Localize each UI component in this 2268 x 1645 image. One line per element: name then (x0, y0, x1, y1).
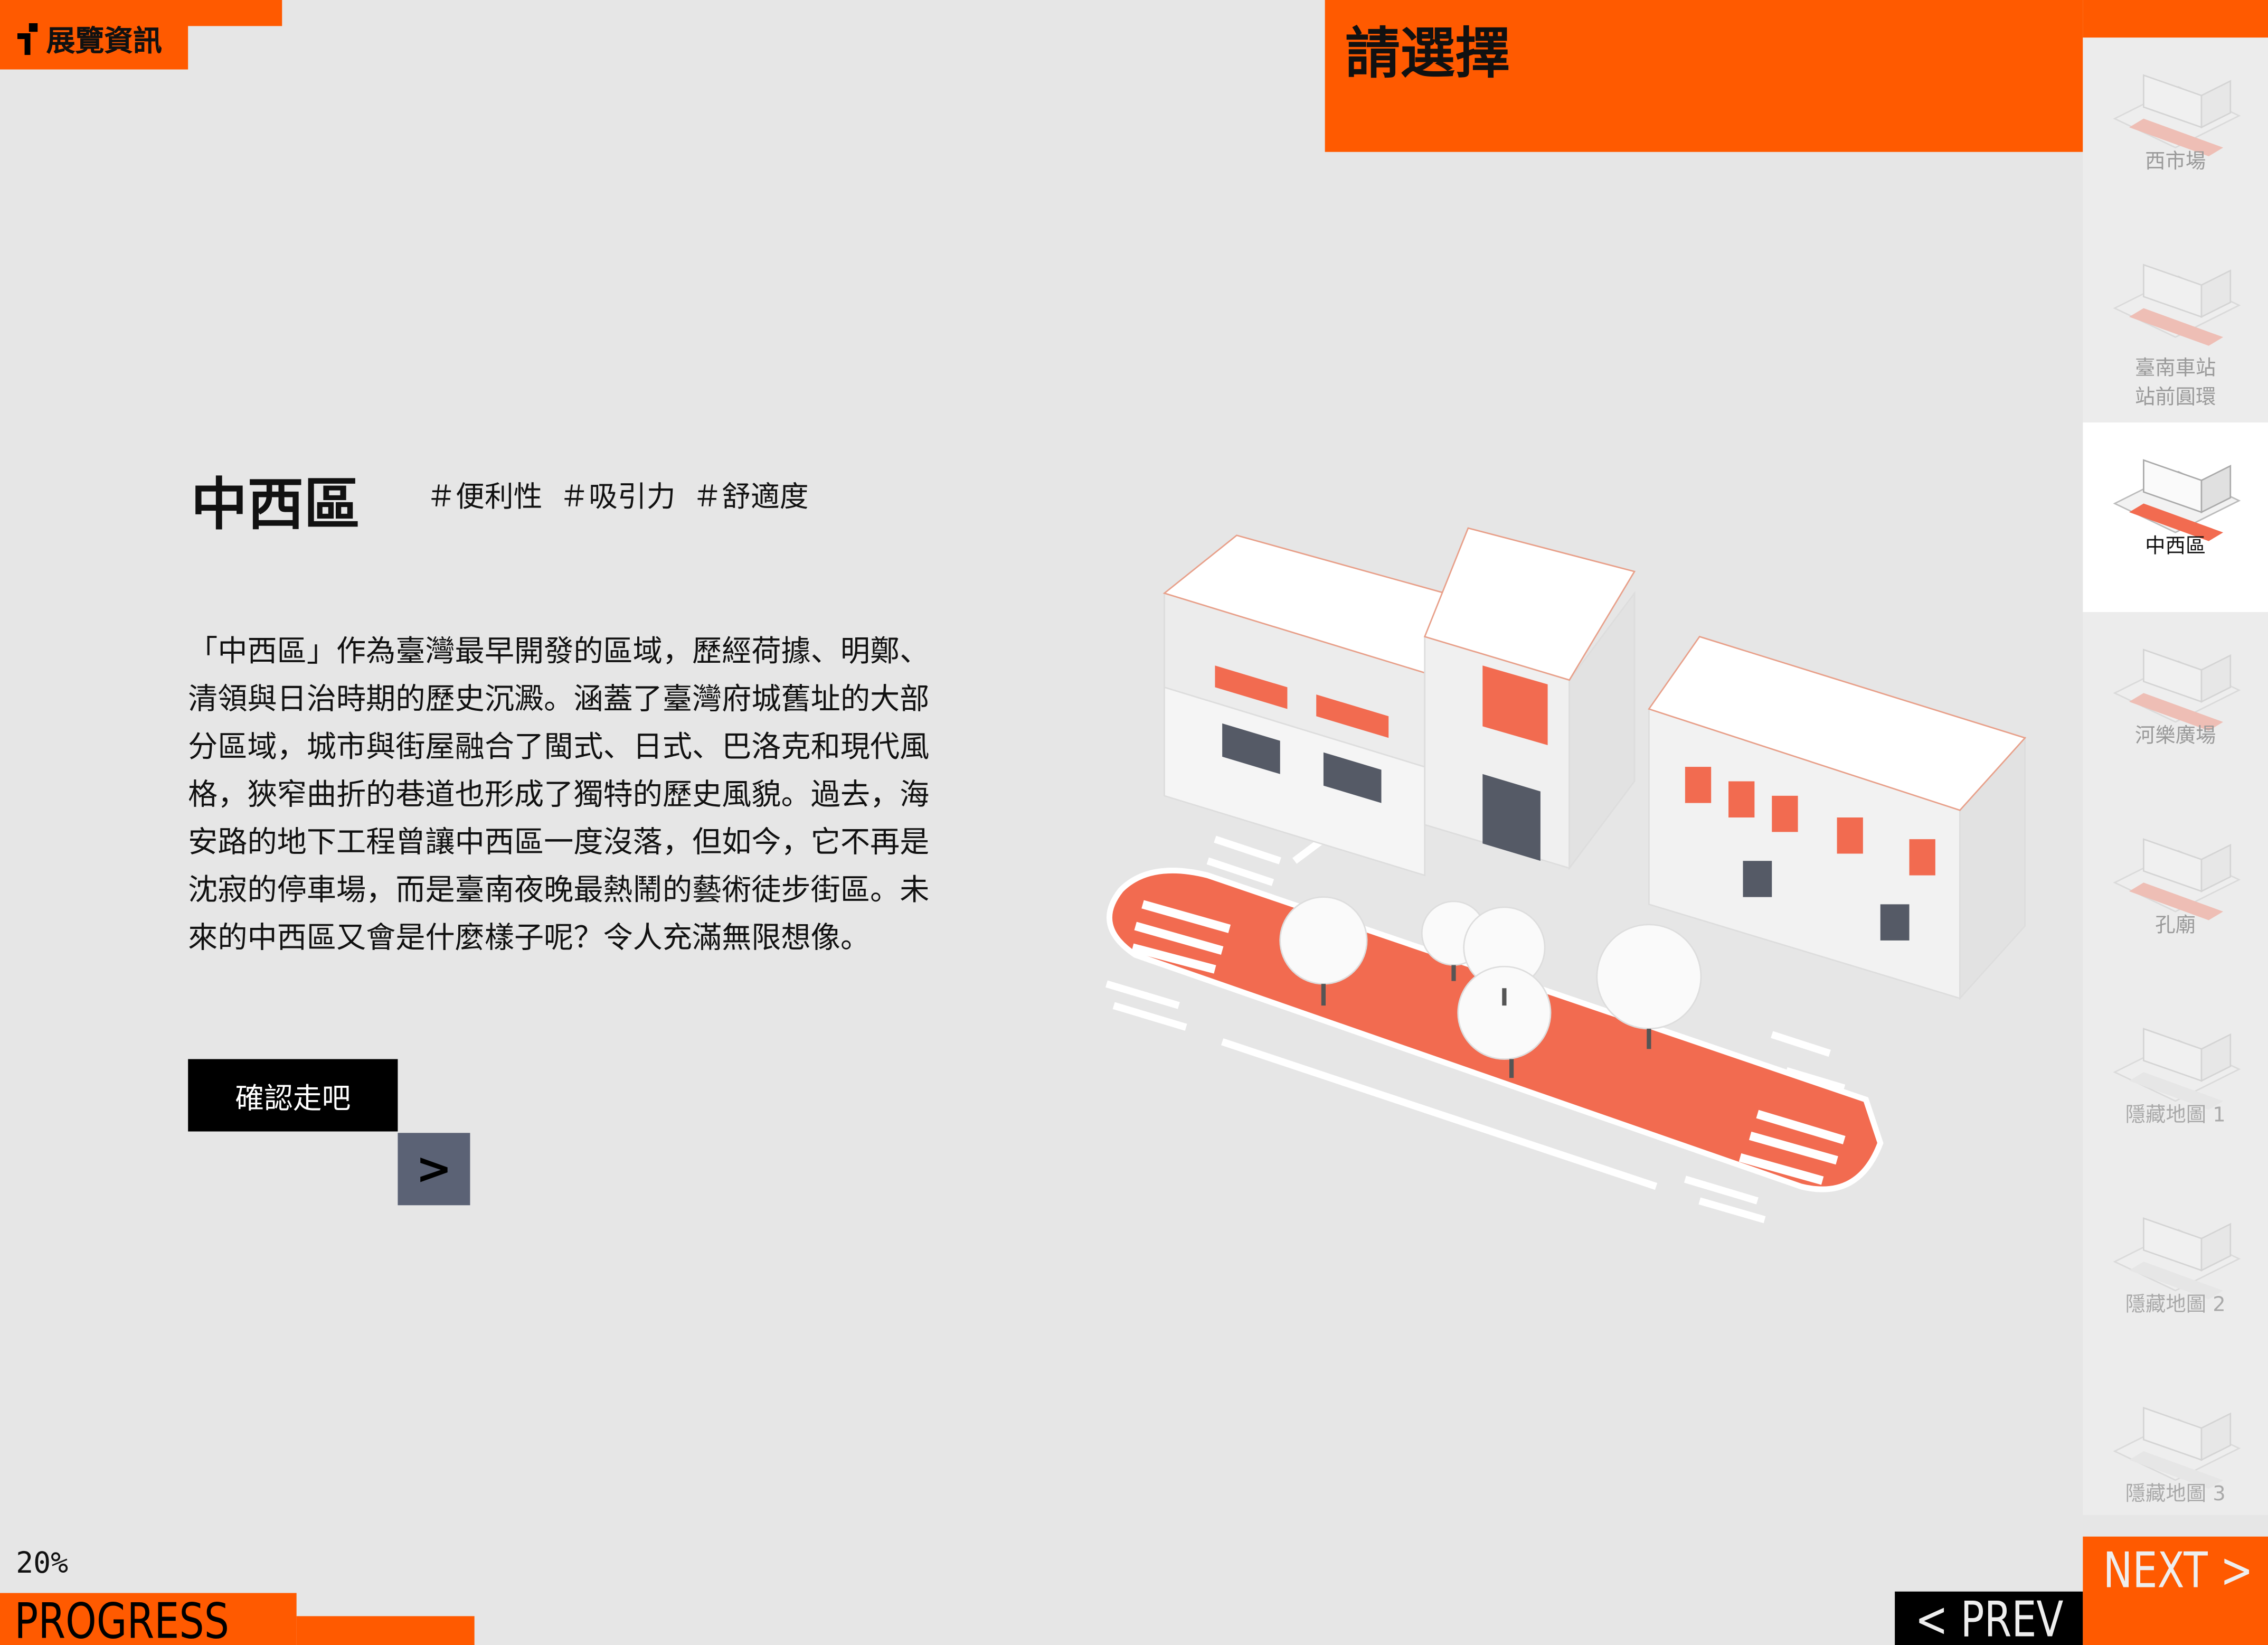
crosswalk (1131, 900, 1846, 1185)
building-center (1423, 527, 1636, 870)
next-button[interactable]: NEXT > (2083, 1536, 2268, 1645)
next-label: NEXT > (2103, 1542, 2253, 1601)
sidebar-item[interactable]: 河樂廣場 (2083, 612, 2268, 802)
location-thumbnail-icon (2113, 264, 2241, 346)
page-title: 中西區 (191, 473, 361, 539)
sidebar-item[interactable]: 隱藏地圖 1 (2083, 991, 2268, 1181)
trees (1279, 896, 1702, 1078)
location-thumbnail-icon (2113, 74, 2241, 156)
progress-label: PROGRESS (14, 1593, 230, 1645)
district-illustration (1105, 527, 2027, 1224)
sidebar-item-label: 隱藏地圖 3 (2125, 1483, 2226, 1507)
select-title: 請選擇 (1345, 22, 1510, 86)
location-thumbnail-icon (2113, 1217, 2241, 1300)
select-header (1325, 0, 2083, 152)
sidebar-item-label: 孔廟 (2155, 914, 2196, 938)
select-header-strip (2083, 0, 2268, 38)
tag: ＃便利性 (427, 478, 543, 514)
location-thumbnail-icon (2113, 1028, 2241, 1110)
sidebar-item[interactable]: 隱藏地圖 2 (2083, 1181, 2268, 1370)
sidebar-item-label: 河樂廣場 (2134, 725, 2216, 748)
tag-list: ＃便利性 ＃吸引力 ＃舒適度 (427, 473, 808, 515)
sidebar-item[interactable]: 西市場 (2083, 37, 2268, 227)
sidebar-item-label: 西市場 (2145, 150, 2206, 174)
info-icon (17, 22, 38, 54)
progress-bar-fill-extension (296, 1616, 475, 1645)
location-sidebar[interactable]: 西市場臺南車站 站前圓環中西區河樂廣場孔廟隱藏地圖 1 隱藏地圖 2 隱藏地圖 3 (2083, 37, 2268, 1515)
tag: ＃吸引力 (560, 478, 676, 514)
sidebar-item-label: 臺南車站 站前圓環 (2134, 357, 2216, 410)
prev-button[interactable]: < PREV (1895, 1591, 2083, 1645)
sidebar-item[interactable]: 隱藏地圖 3 (2083, 1370, 2268, 1560)
sidebar-item-label: 中西區 (2145, 535, 2206, 559)
go-arrow-button[interactable]: > (398, 1133, 470, 1206)
sidebar-item-label: 隱藏地圖 1 (2125, 1104, 2226, 1127)
info-label-text: 展覽資訊 (46, 23, 162, 58)
building-left (1163, 534, 1499, 877)
progress-bar-fill (0, 1593, 297, 1645)
exhibition-info-label[interactable]: 展覽資訊 (17, 17, 162, 59)
prev-label: < PREV (1915, 1591, 2064, 1645)
location-thumbnail-icon (2113, 838, 2241, 920)
exhibition-info-button[interactable] (0, 0, 188, 70)
tag: ＃舒適度 (693, 478, 809, 514)
sidebar-item[interactable]: 中西區 (2083, 422, 2268, 612)
sidebar-item[interactable]: 孔廟 (2083, 802, 2268, 991)
location-thumbnail-icon (2113, 1406, 2241, 1489)
progress-percent: 20% (16, 1545, 69, 1580)
confirm-button[interactable]: 確認走吧 (188, 1059, 398, 1132)
location-thumbnail-icon (2113, 459, 2241, 541)
sidebar-item-label: 隱藏地圖 2 (2125, 1293, 2226, 1317)
location-thumbnail-icon (2113, 648, 2241, 731)
building-right (1648, 635, 2027, 1001)
sidebar-item[interactable]: 臺南車站 站前圓環 (2083, 227, 2268, 417)
description: 「中西區」作為臺灣最早開發的區域，歷經荷據、明鄭、清領與日治時期的歷史沉澱。涵蓋… (188, 634, 930, 955)
